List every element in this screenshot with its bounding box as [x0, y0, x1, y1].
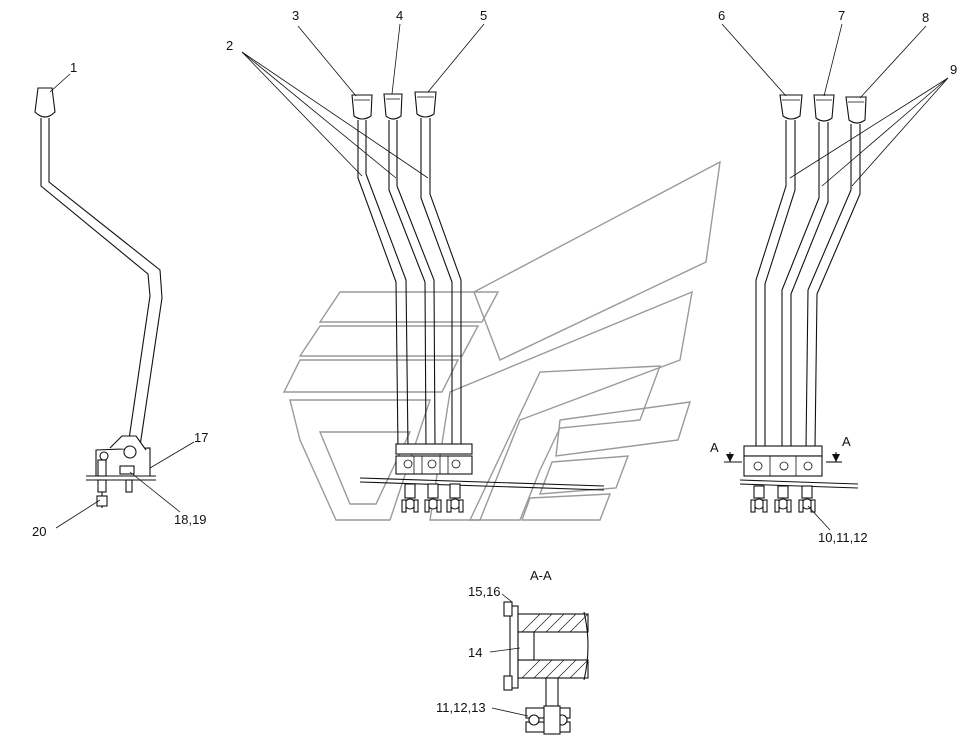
triple-lever-assembly-side [724, 94, 867, 513]
callout-14: 14 [468, 645, 482, 660]
watermark-logo [282, 160, 721, 521]
section-view-title: A-A [530, 568, 552, 583]
callout-5: 5 [480, 8, 487, 23]
callout-4: 4 [396, 8, 403, 23]
lever-knob-4 [383, 93, 403, 120]
callout-2: 2 [226, 38, 233, 53]
single-lever-assembly [34, 87, 163, 508]
callout-17: 17 [194, 430, 208, 445]
callout-labels: 1 2 3 4 5 6 7 8 9 10,11,12 17 18,19 20 1… [32, 8, 957, 715]
section-marker-right: A [842, 434, 851, 449]
lever-knob-3 [351, 94, 373, 120]
leader-lines [49, 23, 949, 717]
lever-knob-5 [414, 91, 437, 118]
callout-6: 6 [718, 8, 725, 23]
callout-11-12-13: 11,12,13 [436, 700, 486, 715]
callout-18-19: 18,19 [174, 512, 207, 527]
callout-8: 8 [922, 10, 929, 25]
callout-3: 3 [292, 8, 299, 23]
callout-9: 9 [950, 62, 957, 77]
section-marker-left: A [710, 440, 719, 455]
triple-lever-assembly-front [351, 91, 605, 513]
callout-1: 1 [70, 60, 77, 75]
lever-knob-7 [813, 94, 835, 122]
callout-10-11-12: 10,11,12 [818, 530, 868, 545]
callout-7: 7 [838, 8, 845, 23]
callout-20: 20 [32, 524, 46, 539]
section-view-a-a [503, 601, 589, 735]
lever-knob-8 [845, 96, 867, 124]
lever-knob-6 [779, 94, 803, 120]
callout-15-16: 15,16 [468, 584, 501, 599]
lever-knob-1 [34, 87, 56, 118]
